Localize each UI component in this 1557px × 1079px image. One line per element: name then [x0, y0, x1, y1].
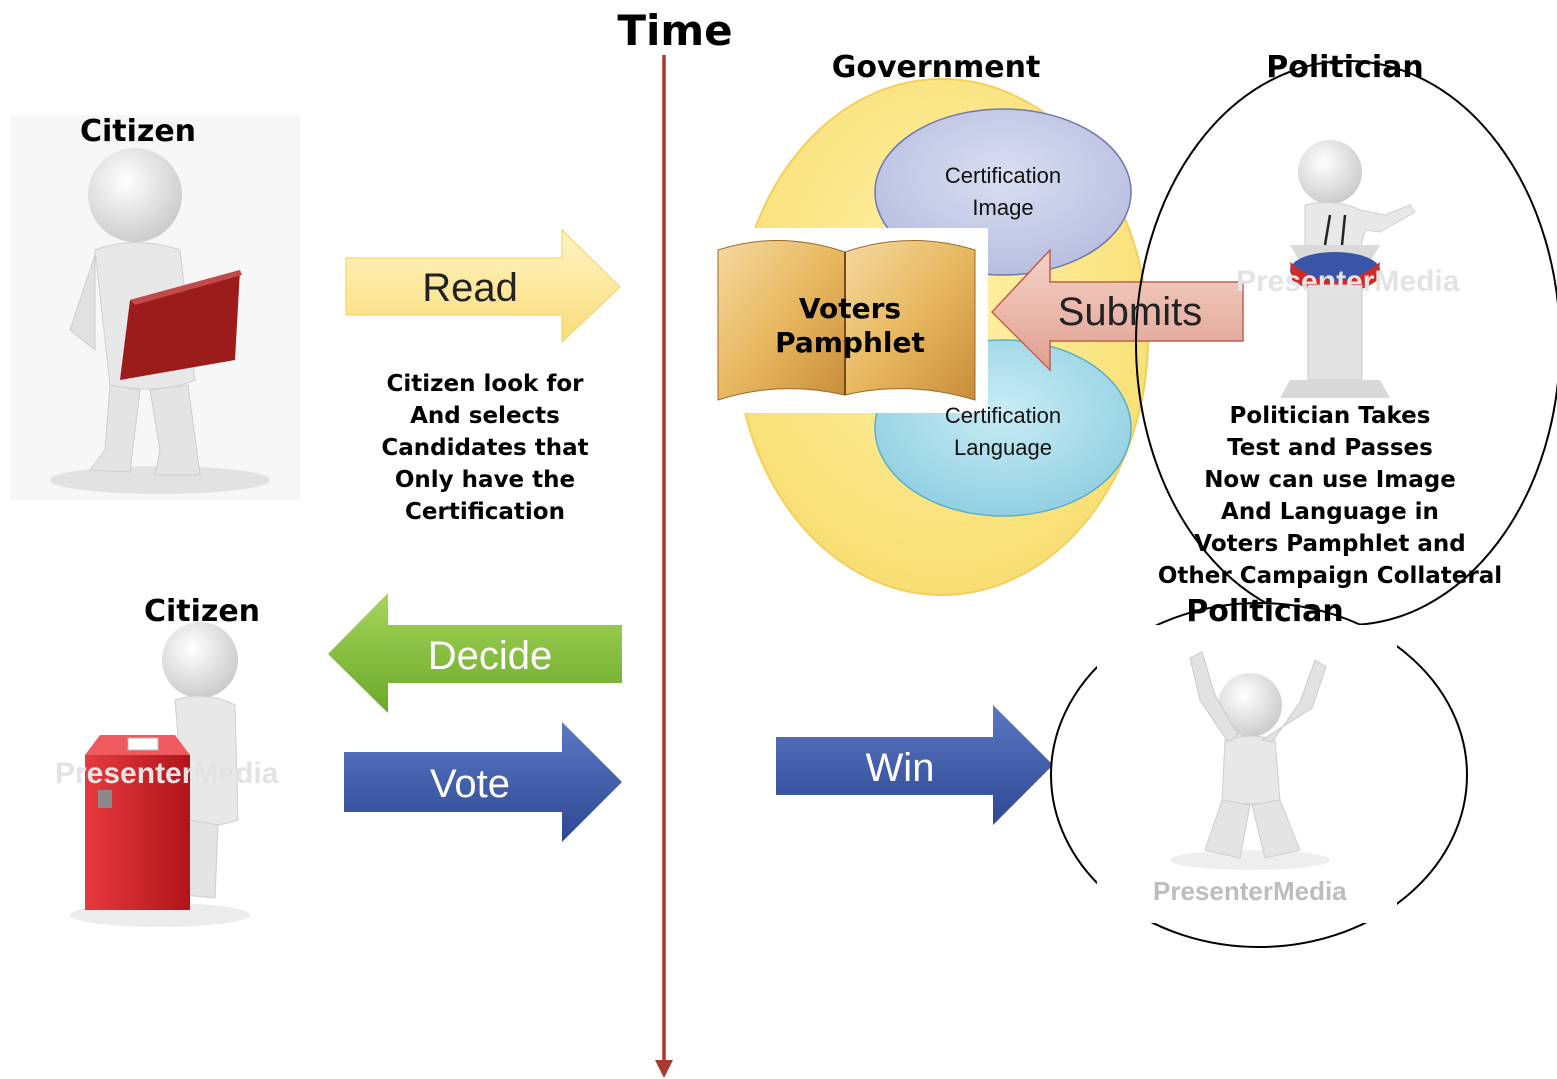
- submits-label: Submits: [1057, 290, 1203, 334]
- watermark-voting: PresenterMedia: [55, 757, 279, 790]
- voters-pamphlet-line: Voters: [798, 292, 902, 325]
- vote-label: Vote: [429, 762, 511, 806]
- politician-note-line: Politician Takes: [1229, 403, 1431, 429]
- politician-note-line: Other Campaign Collateral: [1157, 563, 1503, 589]
- decide-label: Decide: [427, 634, 553, 678]
- certification-image-line: Certification: [944, 163, 1062, 188]
- government-label: Government: [831, 50, 1041, 85]
- submits-arrow[interactable]: [990, 248, 1244, 372]
- politician-note-line: And Language in: [1221, 499, 1439, 525]
- watermark-win: PresenterMedia: [1153, 876, 1347, 906]
- vote-arrow[interactable]: [344, 722, 622, 842]
- politician-top-label: Politician: [1266, 50, 1424, 85]
- citizen-note-line: Citizen look for: [386, 371, 584, 397]
- read-label: Read: [422, 266, 518, 310]
- time-title: Time: [617, 6, 733, 55]
- certification-language-line: Certification: [944, 403, 1062, 428]
- citizen-reading-image: [10, 115, 300, 500]
- politician-celebrating-image: [1097, 625, 1397, 923]
- politician-note-line: Test and Passes: [1227, 435, 1433, 461]
- voters-pamphlet-book-image: [706, 228, 988, 413]
- citizen-note-line: And selects: [410, 403, 560, 429]
- citizen-note-line: Candidates that: [381, 435, 589, 461]
- certification-language-line: Language: [954, 435, 1052, 460]
- citizen-top-label: Citizen: [79, 114, 197, 149]
- certification-language-label: Certification Language: [903, 400, 1103, 464]
- voters-pamphlet-line: Pamphlet: [775, 326, 925, 359]
- citizen-bottom-label: Citizen: [143, 594, 261, 629]
- timeline: [655, 55, 673, 1078]
- citizen-note-line: Certification: [405, 499, 565, 525]
- politician-note: Politician Takes Test and Passes Now can…: [1120, 400, 1540, 592]
- politician-podium-image: [1280, 140, 1416, 398]
- politician-bottom-label: Politician: [1186, 594, 1344, 629]
- certification-image-label: Certification Image: [903, 160, 1103, 224]
- citizen-note-line: Only have the: [394, 467, 576, 493]
- win-arrow[interactable]: [776, 705, 1053, 825]
- read-arrow[interactable]: [345, 228, 621, 344]
- politician-note-line: Voters Pamphlet and: [1194, 531, 1466, 557]
- certification-image-line: Image: [972, 195, 1034, 220]
- politician-note-line: Now can use Image: [1204, 467, 1456, 493]
- win-label: Win: [865, 746, 935, 790]
- decide-arrow[interactable]: [328, 593, 622, 713]
- citizen-voting-image: [70, 622, 250, 927]
- watermark-podium: PresenterMedia: [1236, 265, 1460, 298]
- citizen-note: Citizen look for And selects Candidates …: [330, 368, 640, 528]
- voters-pamphlet-label: Voters Pamphlet: [760, 292, 940, 360]
